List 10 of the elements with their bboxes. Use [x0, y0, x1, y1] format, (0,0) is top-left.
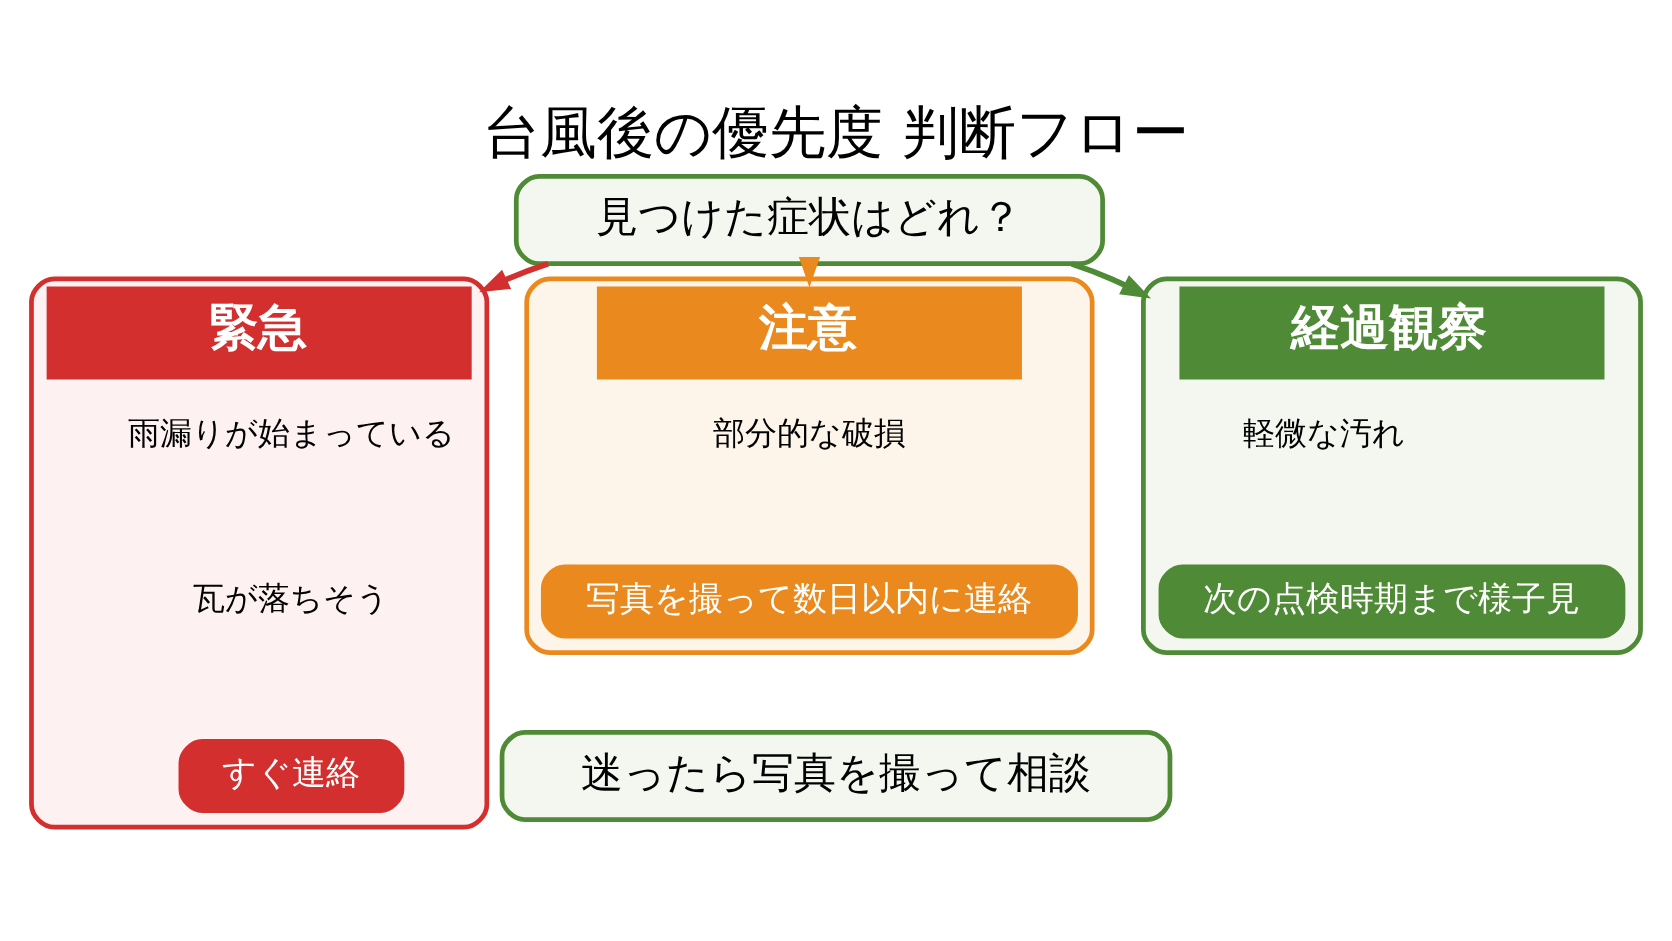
diagram-title: 台風後の優先度 判断フロー	[483, 98, 1189, 165]
node-text: 部分的な破損	[712, 414, 906, 453]
node-box: 写真を撮って数日以内に連絡	[540, 564, 1078, 639]
node-text: 雨漏りが始まっている	[127, 414, 455, 453]
node-box: 迷ったら写真を撮って相談	[499, 730, 1173, 822]
node-box: すぐ連絡	[178, 739, 405, 813]
node-box: 次の点検時期まで様子見	[1158, 564, 1626, 639]
node-text: 瓦が落ちそう	[193, 579, 390, 618]
arrow	[798, 257, 821, 288]
node-text: 軽微な汚れ	[1242, 414, 1405, 453]
